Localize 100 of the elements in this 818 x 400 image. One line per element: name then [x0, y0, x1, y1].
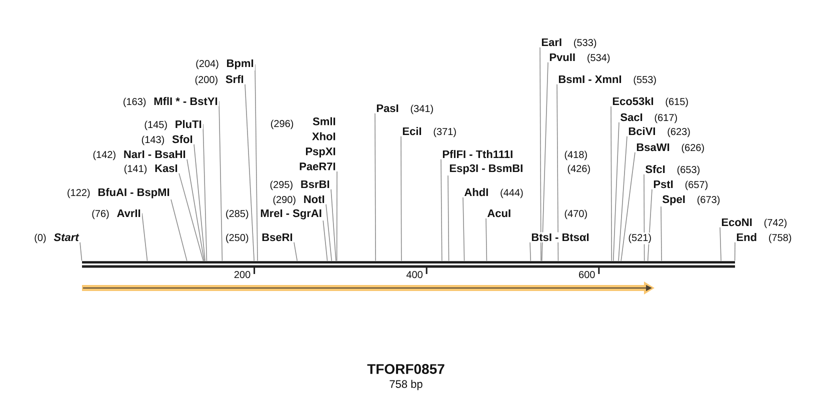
leader-line — [612, 122, 620, 262]
enzyme-label: SrfI — [226, 75, 244, 84]
site-position: (657) — [685, 180, 708, 190]
site-position: (626) — [682, 144, 704, 154]
leader-line — [541, 62, 548, 262]
site-position: (296) — [271, 120, 294, 130]
leader-line — [462, 196, 465, 262]
enzyme-label: NarI - BsaHI — [124, 150, 186, 158]
site-position: (533) — [574, 38, 596, 48]
site-position: (418) — [564, 150, 587, 160]
leader-line — [720, 226, 722, 262]
leader-line — [644, 174, 645, 262]
leader-line — [400, 136, 402, 262]
enzyme-label: BtsI - BtsαI — [532, 233, 589, 242]
enzyme-label: AvrII — [117, 209, 140, 217]
site-position: (521) — [628, 234, 651, 244]
leader-line — [647, 188, 652, 262]
leader-line — [486, 218, 488, 262]
enzyme-label: PluTI — [176, 120, 202, 128]
site-position: (623) — [668, 128, 690, 138]
leader-line — [620, 152, 636, 262]
site-position: (142) — [93, 150, 116, 160]
leader-line — [540, 46, 542, 262]
node-label: PspXI — [306, 148, 336, 158]
site-position: (143) — [142, 136, 164, 146]
site-position: (617) — [654, 114, 677, 124]
enzyme-label: EciI — [402, 127, 422, 136]
enzyme-label: End — [736, 233, 756, 242]
node-label: SmlI — [312, 117, 336, 126]
enzyme-label: AhdI — [464, 188, 488, 196]
site-position: (76) — [92, 210, 109, 220]
sequence-backbone — [80, 261, 736, 268]
leader-line — [336, 171, 338, 262]
enzyme-label: BseRI — [262, 233, 292, 242]
enzyme-label: BfuAI - BspMI — [98, 188, 170, 198]
enzyme-label: SmlI XhoI PspXI PaeR7I — [300, 117, 336, 170]
leader-line — [322, 220, 328, 262]
enzyme-label: Eco53kI — [612, 97, 654, 106]
site-position: (444) — [500, 188, 523, 198]
site-position: (758) — [769, 234, 792, 244]
leader-line — [734, 242, 736, 262]
site-position: (426) — [568, 164, 590, 174]
site-position: (204) — [196, 60, 218, 70]
enzyme-label: PasI — [376, 104, 398, 112]
enzyme-label: PvuII — [550, 53, 575, 62]
site-position: (615) — [666, 98, 688, 108]
enzyme-label: MflI * - BstYI — [154, 97, 218, 106]
leader-line — [530, 242, 532, 262]
node-label: XhoI — [312, 132, 336, 140]
leader-line — [294, 242, 298, 262]
leader-line — [660, 206, 662, 262]
leader-line — [80, 242, 82, 262]
enzyme-label: PstI — [654, 180, 673, 188]
map-title: TFORF0857 — [367, 364, 444, 374]
sequence-length: 758 bp — [390, 380, 422, 390]
site-position: (553) — [634, 76, 656, 86]
enzyme-label: KasI — [155, 164, 178, 172]
leader-line — [194, 144, 206, 262]
enzyme-label: BsrBI — [301, 180, 330, 188]
site-position: (285) — [226, 210, 248, 220]
site-position: (122) — [68, 188, 90, 198]
site-position: (290) — [273, 196, 296, 206]
site-position: (200) — [195, 76, 218, 86]
leader-line — [556, 84, 559, 262]
enzyme-label: SacI — [620, 113, 642, 122]
end-label: Start — [54, 233, 80, 242]
node-label: PaeR7I — [300, 162, 336, 170]
enzyme-label: AcuI — [487, 209, 510, 218]
leader-line — [186, 158, 205, 262]
enzyme-label: NotI — [304, 195, 324, 204]
site-position: (163) — [124, 98, 146, 108]
leader-line — [610, 106, 612, 262]
leader-line — [326, 204, 332, 262]
enzyme-label: BsaWI — [636, 143, 670, 152]
enzyme-label: SfoI — [172, 135, 192, 144]
enzyme-label: Esp3I - BsmBI — [450, 164, 522, 174]
leader-line — [170, 199, 188, 262]
site-position: (653) — [677, 166, 700, 176]
enzyme-label: BciVI — [628, 127, 655, 136]
leader-line — [254, 64, 258, 262]
leader-line — [244, 84, 254, 262]
enzyme-label: EcoNI — [722, 218, 752, 226]
site-position: (673) — [697, 196, 720, 206]
leader-line — [374, 112, 376, 262]
enzyme-label: SpeI — [662, 195, 685, 206]
site-position: (0) — [34, 234, 46, 244]
site-position: (742) — [764, 218, 786, 228]
leader-line — [330, 188, 336, 262]
leader-line — [440, 158, 442, 262]
site-position: (141) — [124, 164, 147, 174]
enzyme-label: PflFI - Tth111I — [442, 150, 512, 158]
enzyme-label: EarI — [542, 38, 562, 46]
leader-line — [448, 175, 450, 262]
enzyme-label: SfcI — [646, 165, 665, 174]
enzyme-label: BsmI - XmnI — [558, 75, 622, 84]
leader-line — [218, 100, 223, 262]
site-position: (371) — [434, 128, 456, 138]
site-position: (470) — [564, 210, 587, 220]
site-position: (341) — [410, 104, 433, 114]
site-position: (295) — [270, 180, 292, 190]
